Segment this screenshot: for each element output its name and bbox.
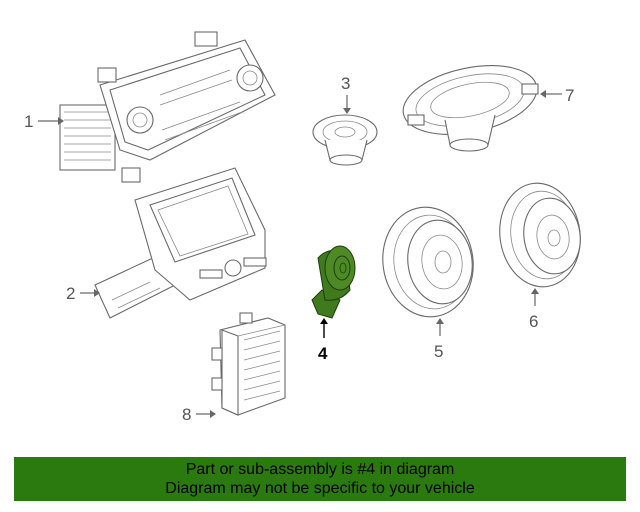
callout-3: 3 bbox=[341, 74, 351, 114]
radio-head-unit-part[interactable] bbox=[59, 31, 276, 183]
callout-8: 8 bbox=[182, 405, 216, 424]
door-speaker-front-part[interactable] bbox=[376, 201, 480, 322]
callout-2: 2 bbox=[66, 284, 100, 303]
callout-label-4: 4 bbox=[318, 344, 328, 363]
oval-speaker-part[interactable] bbox=[397, 55, 543, 152]
callout-1: 1 bbox=[24, 112, 64, 131]
callout-label-3: 3 bbox=[341, 74, 350, 93]
tweeter-speaker-part[interactable] bbox=[312, 114, 378, 166]
amplifier-module-part[interactable] bbox=[211, 312, 286, 416]
callout-4: 4 bbox=[318, 318, 328, 363]
callout-label-1: 1 bbox=[24, 112, 33, 131]
banner-part-notice: Part or sub-assembly is #4 in diagram bbox=[185, 461, 455, 478]
highlighted-speaker-part[interactable] bbox=[311, 245, 356, 319]
callout-label-7: 7 bbox=[565, 86, 574, 105]
callout-label-6: 6 bbox=[529, 312, 538, 331]
display-module-part[interactable] bbox=[94, 167, 267, 319]
door-speaker-rear-part[interactable] bbox=[493, 178, 587, 292]
exploded-parts-diagram: 1 2 bbox=[24, 31, 587, 424]
banner-disclaimer: Diagram may not be specific to your vehi… bbox=[165, 480, 475, 497]
callout-label-5: 5 bbox=[434, 342, 443, 361]
callout-7: 7 bbox=[540, 86, 574, 105]
callout-label-2: 2 bbox=[66, 284, 75, 303]
callout-6: 6 bbox=[529, 288, 539, 331]
info-banner: Part or sub-assembly is #4 in diagram Di… bbox=[14, 457, 626, 501]
callout-5: 5 bbox=[434, 318, 444, 361]
callout-label-8: 8 bbox=[182, 405, 191, 424]
